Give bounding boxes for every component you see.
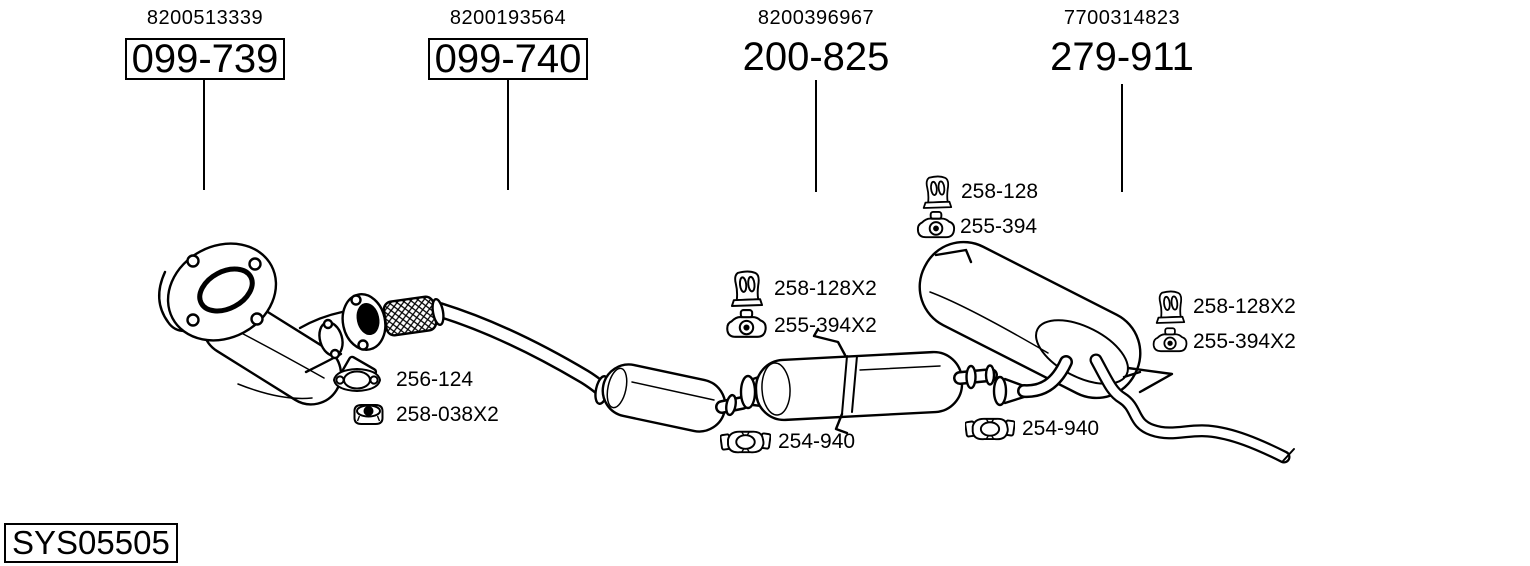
rubber-hanger-icon [729,270,764,307]
callout-nut: 258-038X2 [350,400,499,430]
callout-label: 255-394 [960,214,1038,238]
callout-label: 258-128X2 [774,276,877,300]
callout-label: 254-940 [778,429,856,453]
leader-lines [203,78,1123,192]
part-number-200-825: 200-825 [742,35,890,79]
part-number-099-740: 099-740 [348,38,668,80]
callout-label: 254-940 [1022,416,1100,440]
part-number-099-739: 099-739 [45,38,365,80]
callout-label: 258-128 [961,180,1039,203]
rear-silencer-and-tailpipe-drawing [918,240,1295,464]
system-code-box: SYS05505 [4,523,178,563]
flex-pipe-and-center-catalyst-drawing [341,293,749,433]
callout-pipe-mount-mid: 255-394X2 [725,308,877,343]
callout-gasket: 256-124 [330,363,473,397]
callout-clamp-rear: 254-940 [965,411,1099,446]
system-code: SYS05505 [4,523,178,563]
callout-label: 258-128X2 [1193,295,1296,318]
gasket-icon [330,363,384,397]
pipe-mount-icon [916,210,957,243]
callout-rubber-hanger-tail: 258-128X2 [1154,290,1296,324]
oem-number-2: 8200193564 [449,7,567,29]
oem-number-3: 8200396967 [757,7,875,29]
callout-clamp-mid: 254-940 [720,424,855,459]
part-number-279-911: 279-911 [1050,35,1194,79]
oem-number-4: 7700314823 [1063,7,1181,29]
nut-icon [350,400,387,430]
clamp-icon [965,411,1015,446]
callout-pipe-mount-rear-top: 255-394 [916,210,1037,243]
callout-pipe-mount-tail: 255-394X2 [1152,326,1296,357]
front-catalytic-converter-drawing [158,242,378,406]
callout-label: 258-038X2 [396,403,499,426]
pipe-mount-icon [725,308,769,343]
center-silencer-drawing [739,327,998,435]
clamp-icon [720,424,771,459]
callout-rubber-hanger-rear-top: 258-128 [921,175,1038,209]
callout-label: 255-394X2 [1193,329,1296,353]
rubber-hanger-icon [921,175,953,209]
pipe-mount-icon [1152,326,1189,357]
callout-label: 256-124 [396,368,474,391]
callout-label: 255-394X2 [774,313,877,337]
callout-rubber-hanger-mid: 258-128X2 [729,270,877,307]
oem-number-1: 8200513339 [146,7,264,29]
rubber-hanger-icon [1154,290,1186,324]
